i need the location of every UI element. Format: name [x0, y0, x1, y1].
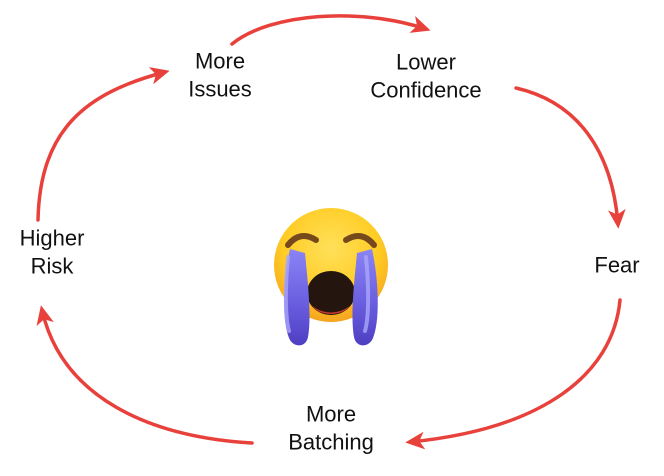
- emoji-tongue: [312, 306, 350, 314]
- crying-face-emoji: [251, 182, 411, 357]
- node-more-batching: More Batching: [288, 401, 374, 455]
- emoji-right-tear: [352, 249, 378, 346]
- emoji-left-tear-highlight: [283, 255, 291, 333]
- arrow-lower-confidence-to-fear: [514, 86, 626, 229]
- node-lower-confidence: Lower Confidence: [370, 49, 482, 103]
- arrow-fear-to-more-batching: [405, 298, 622, 450]
- emoji-mouth: [307, 271, 355, 315]
- emoji-left-eyebrow: [285, 233, 319, 248]
- node-more-issues: More Issues: [188, 48, 252, 102]
- crying-face-emoji-svg: [274, 208, 388, 346]
- arrow-more-batching-to-higher-risk: [36, 305, 254, 445]
- emoji-right-eyebrow: [343, 233, 377, 248]
- arrow-more-issues-to-lower-confidence: [230, 14, 431, 46]
- node-fear: Fear: [594, 252, 640, 278]
- emoji-left-tear: [284, 249, 310, 346]
- emoji-right-tear-highlight: [363, 255, 371, 333]
- node-higher-risk: Higher Risk: [19, 225, 85, 279]
- arrow-higher-risk-to-more-issues: [36, 67, 170, 222]
